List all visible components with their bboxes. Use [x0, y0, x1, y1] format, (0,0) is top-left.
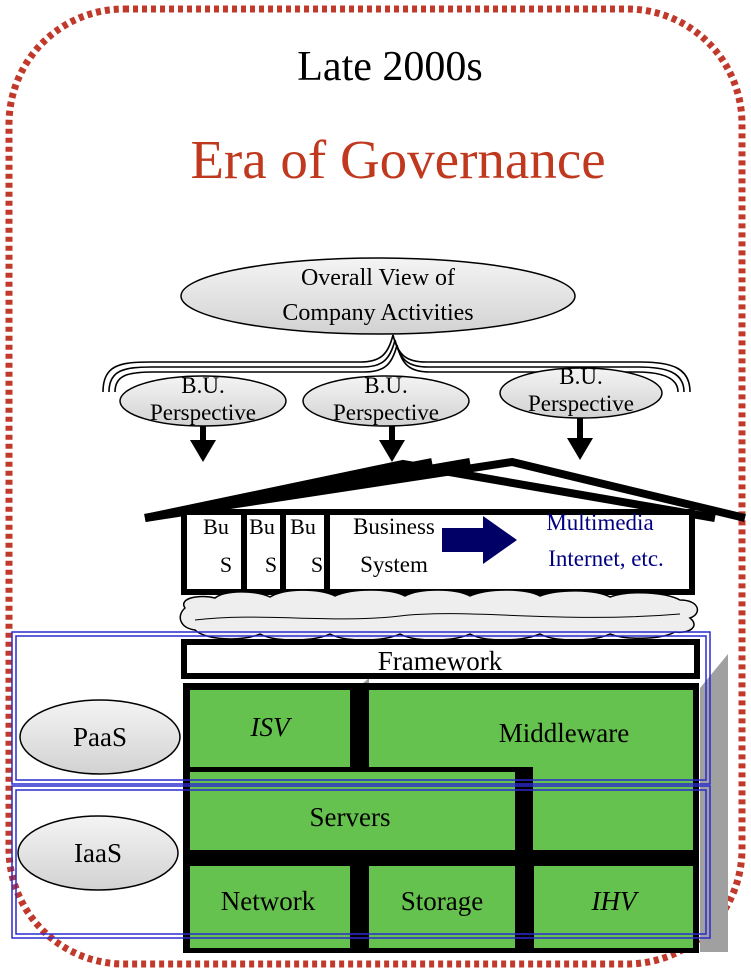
dotted-border [5, 5, 746, 968]
framework-layer: Framework [181, 639, 700, 679]
middleware-label: Middleware [499, 718, 629, 748]
business-system-1-line2: S [220, 552, 232, 577]
business-system-2-line2: S [265, 552, 277, 577]
perspective-2-line2: Perspective [333, 400, 439, 425]
business-system-3-line2: S [311, 552, 323, 577]
perspective-3-line2: Perspective [528, 391, 634, 416]
business-system-1-line1: Bu [203, 514, 229, 539]
era-title: Era of Governance [190, 129, 605, 190]
paas-ellipse: PaaS [19, 699, 181, 775]
overall-view-ellipse: Overall View of Company Activities [180, 257, 576, 335]
business-system-2-line1: Bu [249, 514, 275, 539]
perspective-3-line1: B.U. [559, 364, 602, 389]
overall-view-line2: Company Activities [282, 300, 473, 326]
business-system-main-line2: System [360, 552, 428, 577]
business-system-main-line1: Business [353, 514, 435, 539]
ihv-label: IHV [591, 886, 640, 916]
era-label: Late 2000s [297, 44, 482, 90]
middleware-block: Middleware [369, 690, 693, 850]
cloud-shape [179, 589, 699, 641]
servers-label: Servers [310, 802, 391, 832]
right-arrow-icon [442, 516, 517, 564]
paas-label: PaaS [73, 722, 127, 752]
isv-label: ISV [250, 712, 293, 742]
multimedia-line1: Multimedia [546, 510, 653, 535]
perspective-1-line1: B.U. [181, 373, 224, 398]
network-block: Network [190, 866, 350, 948]
storage-label: Storage [401, 886, 483, 916]
ihv-block: IHV [534, 866, 693, 948]
perspective-1: B.U. Perspective [119, 373, 287, 427]
house-roof [144, 457, 746, 522]
perspective-2: B.U. Perspective [302, 373, 470, 427]
servers-block: Servers [190, 772, 515, 850]
framework-label: Framework [378, 646, 503, 676]
business-system-3-line1: Bu [290, 514, 316, 539]
isv-block: ISV [190, 690, 350, 767]
down-arrow-icon [190, 418, 593, 462]
network-label: Network [221, 886, 316, 916]
house-body [181, 509, 695, 595]
perspective-3: B.U. Perspective [499, 364, 663, 419]
perspective-brace [102, 334, 691, 393]
iaas-ellipse: IaaS [17, 815, 179, 891]
multimedia-line2: Internet, etc. [548, 546, 664, 571]
perspective-1-line2: Perspective [150, 400, 256, 425]
paas-tier-box [11, 631, 711, 785]
iaas-label: IaaS [74, 838, 122, 868]
storage-block: Storage [369, 866, 515, 948]
perspective-2-line1: B.U. [364, 373, 407, 398]
iaas-tier-box [11, 785, 711, 939]
overall-view-line1: Overall View of [301, 265, 455, 291]
